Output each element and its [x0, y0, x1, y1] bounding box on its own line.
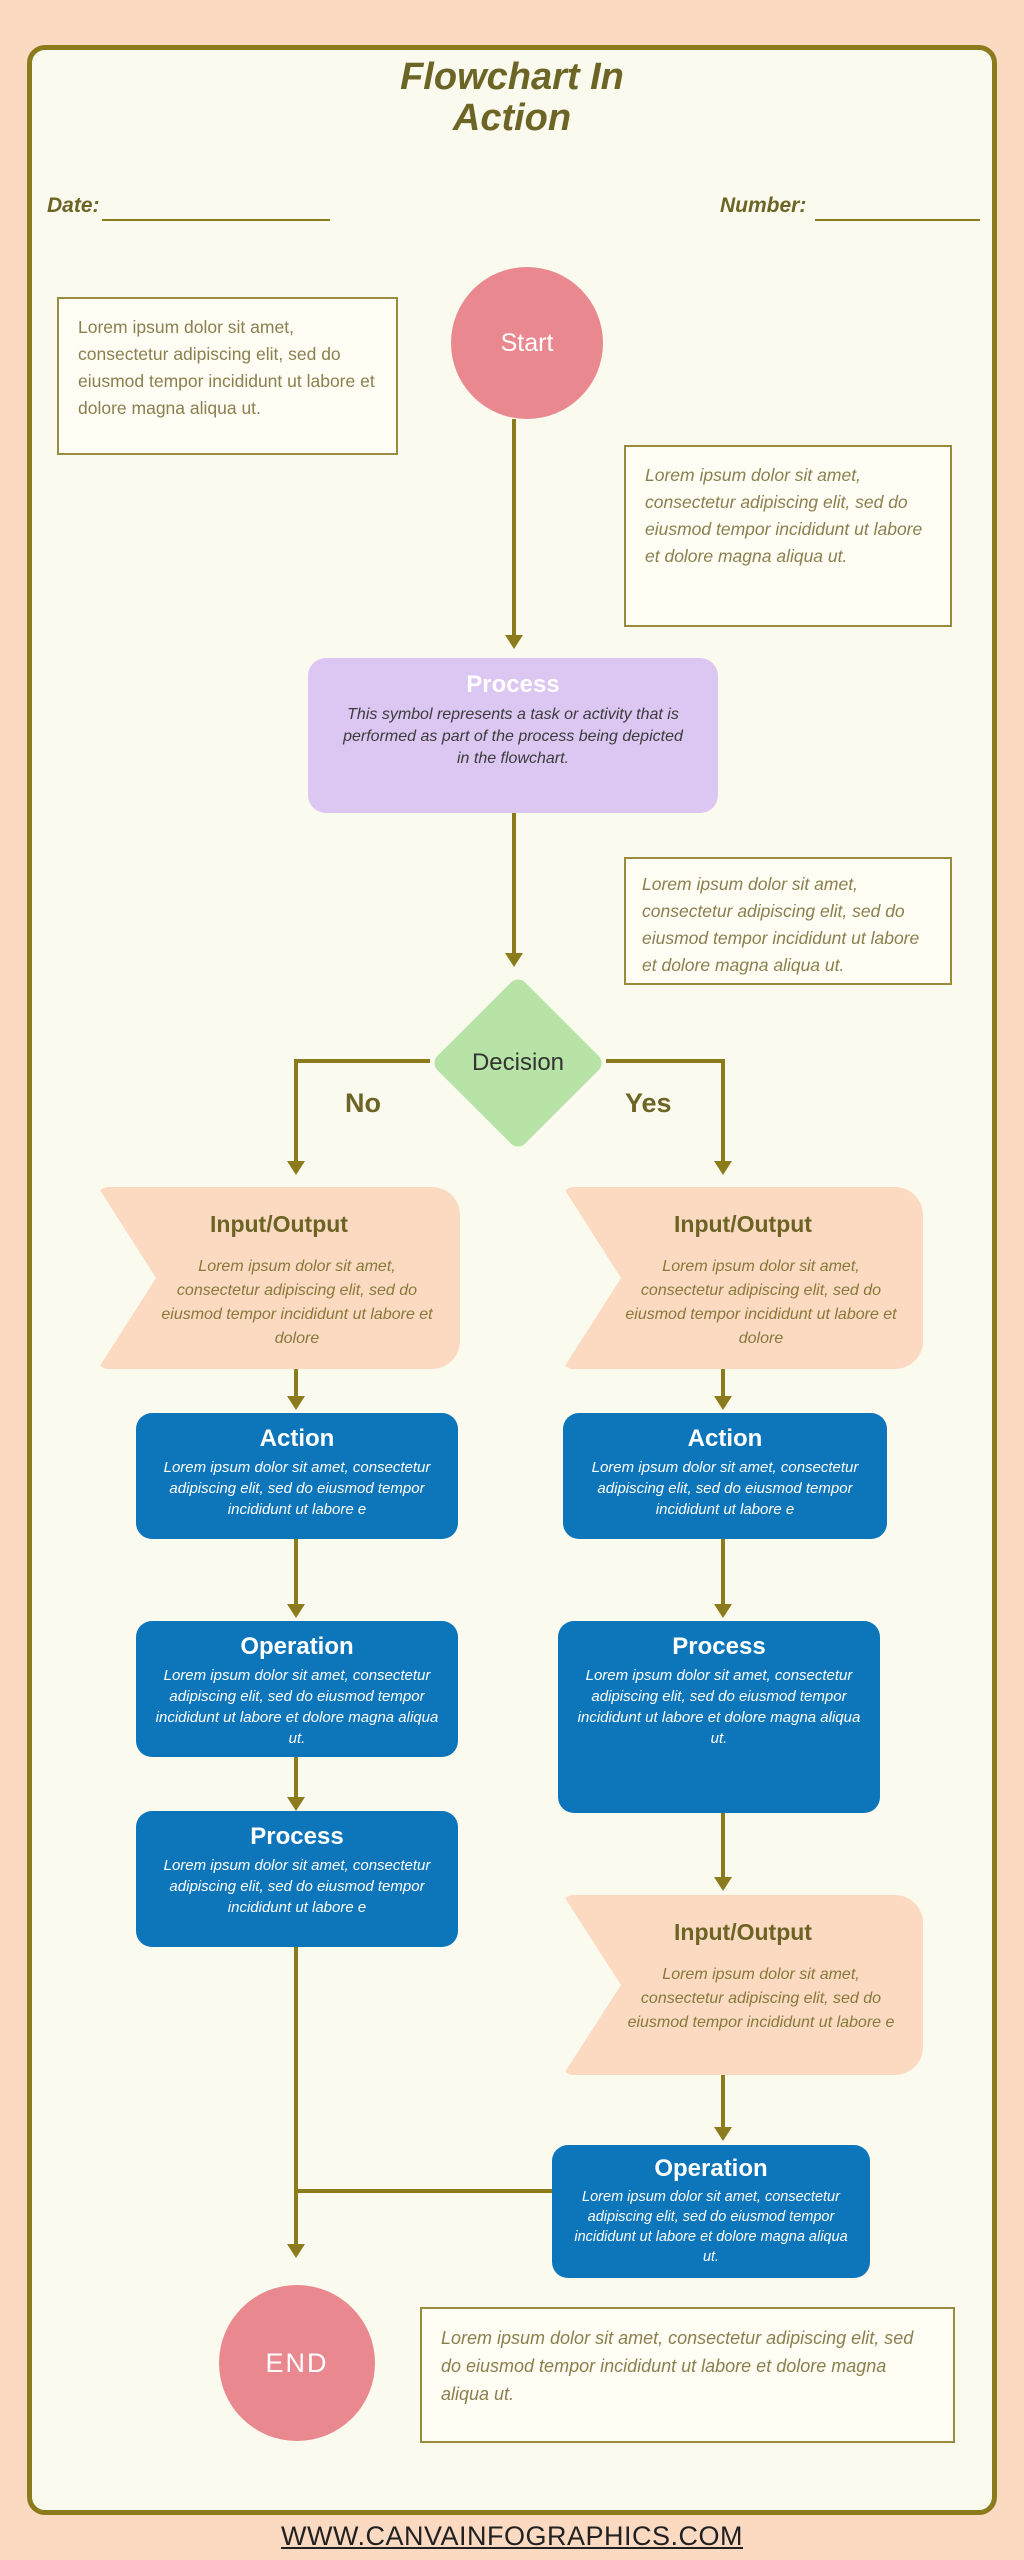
branch-yes-label: Yes — [625, 1088, 672, 1118]
end-node-label: END — [265, 2347, 329, 2378]
branch-no-label: No — [345, 1088, 381, 1118]
connector-io-no-action-arrowhead — [287, 1396, 305, 1410]
connector-decision-no-vertical — [294, 1059, 298, 1161]
operation-yes-title: Operation — [654, 2155, 768, 2182]
action-yes-body: Lorem ipsum dolor sit amet, consectetur … — [591, 1459, 859, 1518]
connector-decision-yes-arrowhead — [714, 1161, 732, 1175]
connector-process-io2-yes-arrowhead — [714, 1877, 732, 1891]
connector-action-operation-no-line — [294, 1539, 298, 1604]
decision-node-label: Decision — [471, 1049, 565, 1076]
process-no-node: Process Lorem ipsum dolor sit amet, cons… — [136, 1811, 458, 1947]
page-title-line2: Action — [452, 97, 572, 139]
connector-decision-no-arrowhead — [287, 1161, 305, 1175]
footer-url-link[interactable]: WWW.CANVAINFOGRAPHICS.COM — [281, 2521, 743, 2551]
action-no-title: Action — [259, 1425, 335, 1452]
connector-decision-no-horizontal — [294, 1059, 430, 1063]
io-yes-2-body: Lorem ipsum dolor sit amet, consectetur … — [627, 1966, 895, 2031]
note-start-right: Lorem ipsum dolor sit amet, consectetur … — [624, 445, 952, 627]
connector-io-yes-action-line — [721, 1369, 725, 1396]
connector-io-yes-action-arrowhead — [714, 1396, 732, 1410]
process-yes-title: Process — [672, 1633, 766, 1660]
end-node: END — [219, 2285, 375, 2441]
connector-operation-process-no-arrowhead — [287, 1797, 305, 1811]
process-main-title: Process — [466, 671, 560, 698]
connector-process-io2-yes-line — [721, 1813, 725, 1877]
date-underline — [102, 219, 330, 221]
note-top-left: Lorem ipsum dolor sit amet, consectetur … — [57, 297, 398, 455]
process-main-node: Process This symbol represents a task or… — [308, 658, 718, 813]
process-yes-body: Lorem ipsum dolor sit amet, consectetur … — [577, 1667, 861, 1747]
operation-no-title: Operation — [240, 1633, 354, 1660]
io-no-body: Lorem ipsum dolor sit amet, consectetur … — [161, 1258, 433, 1347]
operation-no-body: Lorem ipsum dolor sit amet, consectetur … — [155, 1667, 439, 1747]
connector-action-process-yes-line — [721, 1539, 725, 1604]
connector-process-decision-line — [512, 813, 516, 953]
action-yes-title: Action — [687, 1425, 763, 1452]
io-yes-body: Lorem ipsum dolor sit amet, consectetur … — [625, 1258, 897, 1347]
connector-process-no-end-line — [294, 1947, 298, 2244]
start-node: Start — [451, 267, 603, 419]
connector-operation-process-no-line — [294, 1757, 298, 1797]
number-label: Number: — [720, 194, 807, 217]
connector-action-operation-no-arrowhead — [287, 1604, 305, 1618]
footer: WWW.CANVAINFOGRAPHICS.COM — [0, 2521, 1024, 2552]
process-main-body: This symbol represents a task or activit… — [343, 706, 683, 767]
process-yes-node: Process Lorem ipsum dolor sit amet, cons… — [558, 1621, 880, 1813]
action-no-body: Lorem ipsum dolor sit amet, consectetur … — [163, 1459, 431, 1518]
page-title-line1: Flowchart In — [400, 56, 624, 98]
date-label: Date: — [47, 194, 100, 217]
connector-merge-horizontal — [294, 2189, 552, 2193]
connector-io-no-action-line — [294, 1369, 298, 1396]
note-process-right: Lorem ipsum dolor sit amet, consectetur … — [624, 857, 952, 985]
io-yes-2-title: Input/Output — [674, 1919, 812, 1945]
io-yes-title: Input/Output — [674, 1211, 812, 1237]
action-yes-node: Action Lorem ipsum dolor sit amet, conse… — [563, 1413, 887, 1539]
action-no-node: Action Lorem ipsum dolor sit amet, conse… — [136, 1413, 458, 1539]
connector-io2-operation-yes-line — [721, 2075, 725, 2127]
connector-end-arrowhead — [287, 2244, 305, 2258]
io-no-node: Input/Output Lorem ipsum dolor sit amet,… — [98, 1187, 460, 1369]
io-yes-2-node: Input/Output Lorem ipsum dolor sit amet,… — [563, 1895, 923, 2075]
operation-yes-node: Operation Lorem ipsum dolor sit amet, co… — [552, 2145, 870, 2278]
process-no-body: Lorem ipsum dolor sit amet, consectetur … — [163, 1857, 431, 1916]
connector-action-process-yes-arrowhead — [714, 1604, 732, 1618]
connector-start-process-line — [512, 419, 516, 635]
connector-decision-yes-vertical — [721, 1059, 725, 1161]
connector-decision-yes-horizontal — [606, 1059, 725, 1063]
start-node-label: Start — [500, 328, 554, 357]
note-bottom: Lorem ipsum dolor sit amet, consectetur … — [420, 2307, 955, 2443]
connector-process-decision-arrowhead — [505, 953, 523, 967]
number-underline — [815, 219, 980, 221]
connector-start-process-arrowhead — [505, 635, 523, 649]
io-no-title: Input/Output — [210, 1211, 348, 1237]
connector-io2-operation-yes-arrowhead — [714, 2127, 732, 2141]
io-yes-node: Input/Output Lorem ipsum dolor sit amet,… — [563, 1187, 923, 1369]
page-title: Flowchart In Action — [0, 57, 1024, 139]
operation-yes-body: Lorem ipsum dolor sit amet, consectetur … — [574, 2189, 848, 2265]
process-no-title: Process — [250, 1823, 344, 1850]
operation-no-node: Operation Lorem ipsum dolor sit amet, co… — [136, 1621, 458, 1757]
